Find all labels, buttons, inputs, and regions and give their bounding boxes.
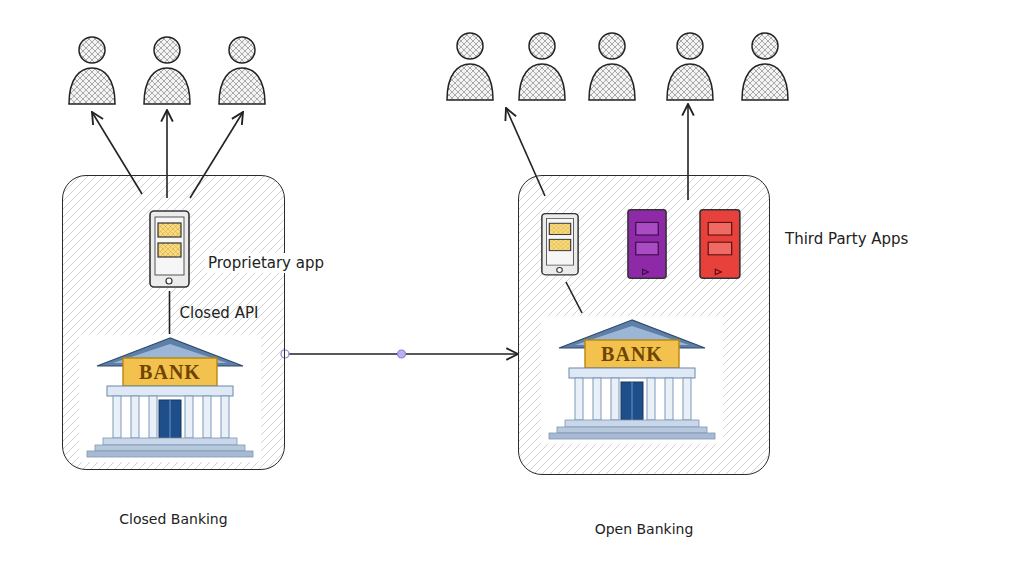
user-icon [144, 37, 190, 104]
user-arrow [506, 108, 545, 196]
bank-illustration [541, 316, 723, 444]
user-arrow [166, 110, 168, 198]
region-title: Closed Banking [63, 511, 284, 527]
banking-region: Open BankingBANK [518, 175, 770, 475]
region-title: Open Banking [519, 521, 769, 537]
app-phone: Proprietary app [148, 209, 191, 291]
user-arrow [687, 104, 689, 200]
user-arrow [92, 112, 142, 194]
connector-dot [281, 350, 289, 358]
region-hatch [62, 175, 285, 470]
group-label: Third Party Apps [785, 230, 908, 248]
phone-icon [700, 210, 740, 278]
user-icon [589, 33, 635, 100]
user-icon [519, 33, 565, 100]
banking-region: Closed BankingProprietary appBANK [62, 175, 285, 470]
phone-icon [148, 209, 191, 291]
bank-sign: BANK [585, 340, 679, 368]
phone-icon [542, 214, 578, 275]
phone-icon [628, 210, 666, 278]
user-arrow [190, 112, 243, 198]
connector [281, 350, 518, 358]
bank-illustration [79, 334, 261, 462]
bank-sign: BANK [123, 358, 217, 386]
bank-building: BANK [541, 316, 723, 444]
api-line [566, 282, 582, 313]
app-label: Proprietary app [205, 253, 327, 273]
user-icon [219, 37, 265, 104]
user-icon [742, 33, 788, 100]
connector-label: Closed API [180, 304, 259, 322]
user-icon [69, 37, 115, 104]
connector-line [169, 291, 171, 334]
connector [169, 291, 170, 334]
user-icon [667, 33, 713, 100]
user-icon [447, 33, 493, 100]
bank-building: BANK [79, 334, 261, 462]
region-hatch [518, 175, 770, 475]
connector-dot [398, 350, 406, 358]
